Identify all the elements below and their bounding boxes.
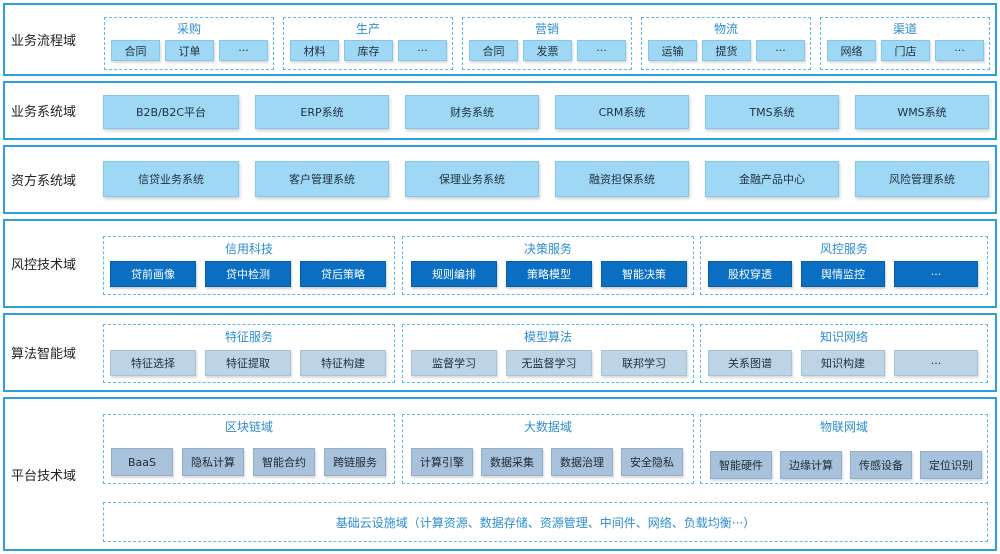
system-erp: ERP系统 xyxy=(255,95,389,129)
item-sensing-device: 传感设备 xyxy=(850,451,912,479)
item-more: ··· xyxy=(219,40,268,61)
layer-label: 资方系统域 xyxy=(11,174,77,189)
item-invoice: 发票 xyxy=(523,40,572,61)
item-more: ··· xyxy=(894,261,978,287)
item-pre-loan-profile: 贷前画像 xyxy=(110,261,196,287)
layer-label: 风控技术域 xyxy=(11,258,77,273)
item-compute-engine: 计算引擎 xyxy=(411,448,473,476)
system-financial-product-center: 金融产品中心 xyxy=(705,161,839,197)
layer-business-system: 业务系统域 B2B/B2C平台 ERP系统 财务系统 CRM系统 TMS系统 W… xyxy=(3,81,997,140)
group-knowledge-network: 知识网络 关系图谱 知识构建 ··· xyxy=(700,324,988,383)
item-data-governance: 数据治理 xyxy=(551,448,613,476)
item-contract: 合同 xyxy=(111,40,160,61)
item-smart-contract: 智能合约 xyxy=(253,448,315,476)
item-more: ··· xyxy=(894,350,978,376)
item-inventory: 库存 xyxy=(344,40,393,61)
item-more: ··· xyxy=(935,40,984,61)
layer-platform: 平台技术域 区块链域 BaaS 隐私计算 智能合约 跨链服务 大数据域 计算引擎… xyxy=(3,397,997,551)
system-financing-guarantee: 融资担保系统 xyxy=(555,161,689,197)
item-feature-selection: 特征选择 xyxy=(110,350,196,376)
item-more: ··· xyxy=(577,40,626,61)
group-logistics: 物流 运输 提货 ··· xyxy=(641,17,811,70)
layer-label: 业务系统域 xyxy=(11,105,77,120)
group-credit-tech: 信用科技 贷前画像 贷中检测 贷后策略 xyxy=(103,236,395,295)
group-title: 物联网域 xyxy=(819,420,868,434)
group-title: 决策服务 xyxy=(523,242,572,256)
item-order: 订单 xyxy=(165,40,214,61)
item-more: ··· xyxy=(398,40,447,61)
group-procurement: 采购 合同 订单 ··· xyxy=(104,17,274,70)
item-network: 网络 xyxy=(827,40,876,61)
group-title: 区块链域 xyxy=(224,420,273,434)
item-unsupervised-learning: 无监督学习 xyxy=(506,350,592,376)
group-title: 渠道 xyxy=(892,22,917,36)
layer-risk-tech: 风控技术域 信用科技 贷前画像 贷中检测 贷后策略 决策服务 规则编排 策略模型… xyxy=(3,219,997,308)
item-sentiment-monitoring: 舆情监控 xyxy=(801,261,885,287)
group-blockchain: 区块链域 BaaS 隐私计算 智能合约 跨链服务 xyxy=(103,414,395,484)
item-more: ··· xyxy=(756,40,805,61)
group-title: 风控服务 xyxy=(819,242,868,256)
group-title: 知识网络 xyxy=(819,330,868,344)
item-intelligent-decision: 智能决策 xyxy=(601,261,687,287)
system-factoring-business: 保理业务系统 xyxy=(405,161,539,197)
group-channel: 渠道 网络 门店 ··· xyxy=(820,17,990,70)
item-materials: 材料 xyxy=(290,40,339,61)
group-risk-service: 风控服务 股权穿透 舆情监控 ··· xyxy=(700,236,988,295)
group-big-data: 大数据域 计算引擎 数据采集 数据治理 安全隐私 xyxy=(402,414,694,484)
group-title: 模型算法 xyxy=(523,330,572,344)
system-wms: WMS系统 xyxy=(855,95,989,129)
item-feature-construction: 特征构建 xyxy=(300,350,386,376)
system-finance: 财务系统 xyxy=(405,95,539,129)
item-data-collection: 数据采集 xyxy=(481,448,543,476)
layer-label: 业务流程域 xyxy=(11,34,77,49)
item-location-recognition: 定位识别 xyxy=(920,451,982,479)
group-title: 特征服务 xyxy=(224,330,273,344)
item-federated-learning: 联邦学习 xyxy=(601,350,687,376)
group-decision-service: 决策服务 规则编排 策略模型 智能决策 xyxy=(402,236,694,295)
group-cloud-infrastructure: 基础云设施域（计算资源、数据存储、资源管理、中间件、网络、负载均衡···） xyxy=(103,502,988,542)
item-security-privacy: 安全隐私 xyxy=(621,448,683,476)
group-title: 采购 xyxy=(176,22,201,36)
item-post-loan-strategy: 贷后策略 xyxy=(300,261,386,287)
system-tms: TMS系统 xyxy=(705,95,839,129)
group-title: 生产 xyxy=(355,22,380,36)
group-marketing: 营销 合同 发票 ··· xyxy=(462,17,632,70)
item-smart-hardware: 智能硬件 xyxy=(710,451,772,479)
item-privacy-computing: 隐私计算 xyxy=(182,448,244,476)
item-relationship-graph: 关系图谱 xyxy=(708,350,792,376)
item-equity-penetration: 股权穿透 xyxy=(708,261,792,287)
group-title: 信用科技 xyxy=(224,242,273,256)
group-title: 大数据域 xyxy=(523,420,572,434)
item-edge-computing: 边缘计算 xyxy=(780,451,842,479)
infrastructure-label: 基础云设施域（计算资源、数据存储、资源管理、中间件、网络、负载均衡···） xyxy=(335,516,756,530)
item-supervised-learning: 监督学习 xyxy=(411,350,497,376)
system-b2b-b2c-platform: B2B/B2C平台 xyxy=(103,95,239,129)
item-transport: 运输 xyxy=(648,40,697,61)
item-baas: BaaS xyxy=(111,448,173,476)
group-production: 生产 材料 库存 ··· xyxy=(283,17,453,70)
layer-label: 算法智能域 xyxy=(11,347,77,362)
system-credit-business: 信贷业务系统 xyxy=(103,161,239,197)
layer-capital-system: 资方系统域 信贷业务系统 客户管理系统 保理业务系统 融资担保系统 金融产品中心… xyxy=(3,145,997,214)
item-rule-orchestration: 规则编排 xyxy=(411,261,497,287)
item-contract: 合同 xyxy=(469,40,518,61)
item-in-loan-monitoring: 贷中检测 xyxy=(205,261,291,287)
item-pickup: 提货 xyxy=(702,40,751,61)
group-title: 营销 xyxy=(534,22,559,36)
layer-label: 平台技术域 xyxy=(11,468,77,484)
item-feature-extraction: 特征提取 xyxy=(205,350,291,376)
item-strategy-model: 策略模型 xyxy=(506,261,592,287)
layer-algorithm: 算法智能域 特征服务 特征选择 特征提取 特征构建 模型算法 监督学习 无监督学… xyxy=(3,313,997,392)
system-risk-management: 风险管理系统 xyxy=(855,161,989,197)
system-crm: CRM系统 xyxy=(555,95,689,129)
item-cross-chain-service: 跨链服务 xyxy=(324,448,386,476)
layer-business-process: 业务流程域 采购 合同 订单 ··· 生产 材料 库存 ··· 营销 合同 发票… xyxy=(3,3,997,76)
group-iot: 物联网域 智能硬件 边缘计算 传感设备 定位识别 xyxy=(700,414,988,484)
item-knowledge-construction: 知识构建 xyxy=(801,350,885,376)
group-model-algorithm: 模型算法 监督学习 无监督学习 联邦学习 xyxy=(402,324,694,383)
group-title: 物流 xyxy=(713,22,738,36)
system-customer-management: 客户管理系统 xyxy=(255,161,389,197)
item-store: 门店 xyxy=(881,40,930,61)
group-feature-service: 特征服务 特征选择 特征提取 特征构建 xyxy=(103,324,395,383)
